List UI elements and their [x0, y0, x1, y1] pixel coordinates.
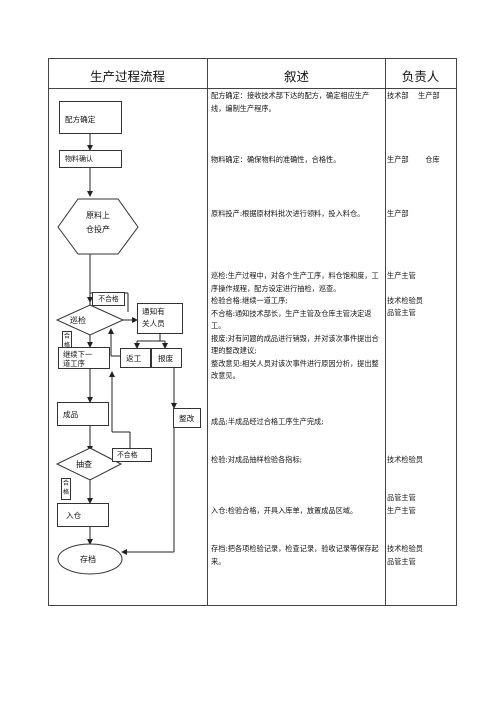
desc-rectify: 整改意见:相关人员对该次事件进行原因分析，提出整改意见。 [211, 358, 379, 381]
node-notify-line2: 关人员 [142, 319, 165, 328]
node-rework: 返工 [120, 348, 151, 368]
node-product: 成品 [57, 402, 109, 426]
desc-scrap: 报废:对有问题的成品进行销毁，并对该次事件提出合理的整改建议; [211, 333, 379, 356]
header-divider [48, 88, 456, 89]
node-sampling: 抽查 [76, 460, 92, 469]
resp-production-supervisor: 生产主管 [387, 271, 416, 280]
label-fail-2: 不合格 [112, 448, 152, 462]
resp-archive-block: 技术检验员 品管主管 [387, 543, 455, 568]
resp-warehouse-qc: 品管主管 [387, 493, 416, 502]
resp-sampling: 技术检验员 [387, 455, 423, 464]
node-product-label: 成品 [63, 410, 79, 419]
desc-archive: 存档:把各项检验记录，检查记录，验收记录等保存起来。 [211, 544, 379, 566]
col-divider-2 [385, 58, 386, 605]
node-rectify-label: 整改 [179, 414, 195, 423]
desc-inspect-block: 巡检:生产过程中，对各个生产工序，料仓饱和度，工序操作规程，配方设定进行抽检，巡… [211, 270, 383, 383]
node-material-confirm-label: 物料确认 [65, 155, 93, 163]
node-material-feed: 原料上 仓投产 [58, 209, 138, 237]
label-pass-2-text: 合格 [62, 480, 70, 496]
node-notify-line1: 通知有 [142, 307, 165, 316]
node-material-feed-line2: 仓投产 [86, 225, 110, 234]
resp-inspect-block: 生产主管 技术检验员 品管主管 [387, 270, 455, 320]
header-responsible: 负责人 [401, 69, 440, 84]
label-pass-1-text: 合格 [63, 333, 71, 349]
node-continue-line2: 道工序 [63, 359, 85, 368]
resp-qc-supervisor: 品管主管 [387, 308, 416, 317]
resp-warehouse-prod: 生产主管 [387, 505, 416, 515]
resp-warehouse-block: 品管主管 生产主管 [387, 492, 455, 517]
desc-fail: 不合格:通知技术部长，生产主管及仓库主管决定返工。 [211, 308, 372, 331]
desc-material-confirm: 物料确定：确保物料的准确性，合格性。 [211, 155, 341, 164]
node-continue: 继续下一 道工序 [58, 347, 110, 369]
node-warehouse: 入仓 [57, 503, 109, 527]
resp-archive-qc: 品管主管 [387, 556, 416, 566]
desc-warehouse: 入仓:检验合格，开具入库单，放置成品区域。 [211, 506, 358, 515]
resp-material-feed: 生产部 [387, 209, 409, 218]
label-fail-2-text: 不合格 [117, 451, 138, 459]
node-scrap: 报废 [151, 348, 182, 368]
node-rework-label: 返工 [126, 354, 142, 363]
node-notify: 通知有 关人员 [137, 303, 183, 334]
desc-recipe: 配方确定：接收技术部下达的配方，确定相应生产线，编制生产程序。 [211, 91, 370, 113]
label-fail-1-text: 不合格 [98, 295, 119, 303]
resp-material-confirm: 生产部 仓库 [387, 155, 440, 164]
node-continue-line1: 继续下一 [63, 350, 93, 359]
desc-sampling: 检验:对成品抽样检验各指标; [211, 455, 303, 464]
node-archive: 存档 [80, 555, 96, 564]
col-divider-1 [207, 58, 208, 605]
node-inspect: 巡检 [70, 316, 86, 325]
resp-recipe: 技术部 生产部 [387, 91, 440, 100]
resp-inspector: 技术检验员 [387, 295, 423, 305]
process-table [48, 58, 457, 606]
desc-product: 成品;半成品经过合格工序生产完成; [211, 417, 324, 426]
node-rectify-box: 整改 [173, 408, 201, 428]
label-pass-2: 合格 [61, 478, 71, 500]
label-fail-1: 不合格 [92, 292, 125, 306]
header-flow: 生产过程流程 [89, 69, 165, 84]
node-material-feed-line1: 原料上 [86, 211, 110, 220]
node-material-confirm: 物料确认 [59, 150, 122, 168]
header-description: 叙述 [283, 69, 309, 84]
desc-pass: 检验合格:继续一道工序; [211, 296, 288, 305]
desc-material-feed: 原料投产:根据原材料批次进行领料，投入料仓。 [211, 209, 365, 218]
node-warehouse-label: 入仓 [66, 511, 82, 520]
node-recipe: 配方确定 [59, 101, 122, 134]
desc-inspect: 巡检:生产过程中，对各个生产工序，料仓饱和度，工序操作规程，配方设定进行抽检，巡… [211, 271, 379, 293]
node-scrap-label: 报废 [158, 354, 174, 363]
node-recipe-label: 配方确定 [65, 115, 96, 124]
resp-archive-inspector: 技术检验员 [387, 544, 423, 553]
